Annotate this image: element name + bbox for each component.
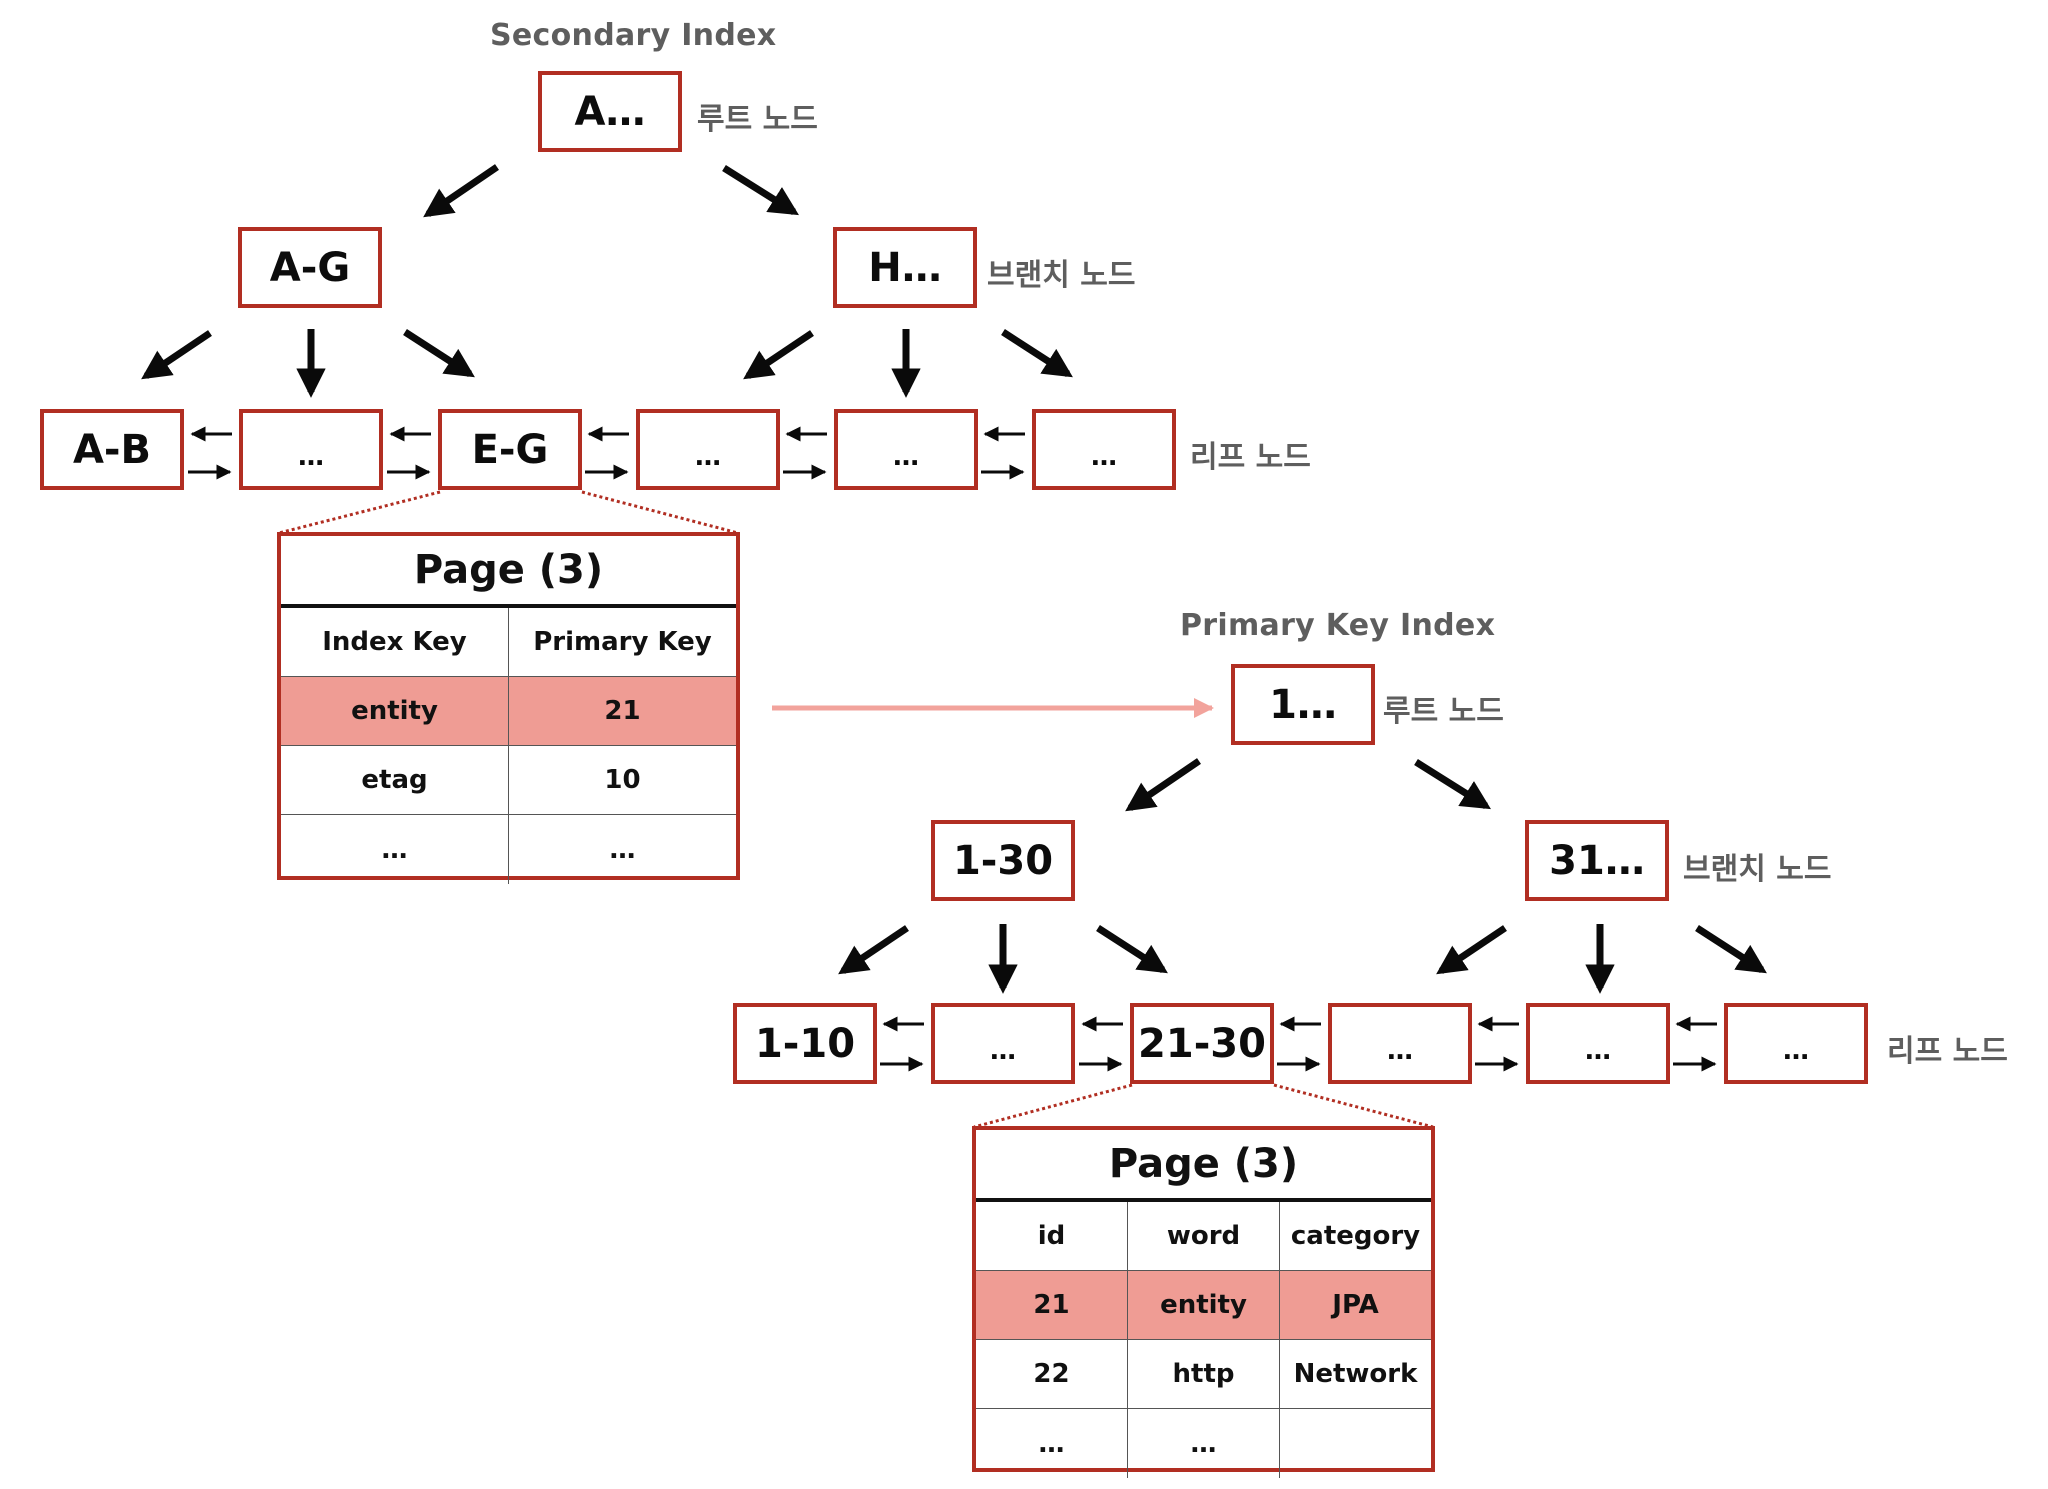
table-cell: JPA: [1332, 1290, 1379, 1320]
table-header-row: id word category: [976, 1202, 1431, 1271]
tree-arrow: [1125, 758, 1201, 812]
table-cell: http: [1128, 1340, 1280, 1408]
tree-arrow: [722, 165, 799, 216]
secondary-leaf-node: …: [834, 409, 978, 490]
primary-branch-node: 31…: [1525, 820, 1669, 901]
column-header: category: [1290, 1221, 1421, 1251]
table-cell: 21: [976, 1271, 1128, 1339]
tree-arrow: [1436, 925, 1507, 975]
table-cell: 21: [604, 696, 641, 726]
table-row: 22 http Network: [976, 1340, 1431, 1409]
zoom-guide-line: [973, 1083, 1133, 1129]
column-header: Index Key: [281, 608, 509, 676]
primary-leaf-node: …: [1526, 1003, 1670, 1084]
tree-arrow: [838, 925, 909, 975]
column-header: word: [1128, 1202, 1280, 1270]
table-cell: …: [1128, 1409, 1280, 1478]
secondary-leaf-node: …: [239, 409, 383, 490]
tree-arrow: [1096, 925, 1168, 974]
table-cell: 10: [604, 765, 641, 795]
secondary-branch-node: A-G: [238, 227, 382, 308]
primary-leaf-node: …: [1724, 1003, 1868, 1084]
table-row: … …: [281, 815, 736, 884]
tree-arrow: [743, 330, 814, 380]
table-cell: …: [976, 1409, 1128, 1478]
table-row: etag 10: [281, 746, 736, 815]
primary-branch-node: 1-30: [931, 820, 1075, 901]
zoom-guide-line: [278, 490, 441, 535]
table-row-highlighted: entity 21: [281, 677, 736, 746]
primary-leaf-level-label: 리프 노드: [1887, 1034, 2008, 1069]
primary-leaf-node: …: [1328, 1003, 1472, 1084]
tree-arrow: [1414, 759, 1491, 810]
tree-arrow: [1695, 925, 1767, 974]
tree-arrow: [403, 329, 475, 378]
primary-leaf-node: 1-10: [733, 1003, 877, 1084]
secondary-root-level-label: 루트 노드: [697, 102, 818, 137]
table-cell: …: [281, 815, 509, 884]
table-row-highlighted: 21 entity JPA: [976, 1271, 1431, 1340]
table-cell: …: [609, 834, 636, 865]
primary-root-level-label: 루트 노드: [1383, 694, 1504, 729]
secondary-leaf-node: …: [636, 409, 780, 490]
secondary-leaf-node-highlighted-source: E-G: [438, 409, 582, 490]
zoom-guide-line: [581, 490, 739, 535]
column-header: id: [976, 1202, 1128, 1270]
secondary-index-title: Secondary Index: [490, 18, 777, 53]
primary-root-node: 1…: [1231, 664, 1375, 745]
table-cell: 22: [976, 1340, 1128, 1408]
primary-key-index-title: Primary Key Index: [1180, 608, 1496, 643]
table-cell: Network: [1293, 1359, 1418, 1389]
table-header-row: Index Key Primary Key: [281, 608, 736, 677]
table-cell: entity: [281, 677, 509, 745]
table-cell: entity: [1128, 1271, 1280, 1339]
secondary-page-table: Page (3) Index Key Primary Key entity 21…: [277, 532, 740, 884]
secondary-root-node: A…: [538, 71, 682, 152]
primary-leaf-node-target: 21-30: [1130, 1003, 1274, 1084]
page-title: Page (3): [281, 536, 736, 608]
primary-leaf-node: …: [931, 1003, 1075, 1084]
secondary-leaf-level-label: 리프 노드: [1190, 440, 1311, 475]
tree-arrow: [1001, 329, 1073, 378]
secondary-branch-node: H…: [833, 227, 977, 308]
secondary-branch-level-label: 브랜치 노드: [987, 258, 1136, 293]
tree-arrow: [423, 164, 499, 218]
tree-arrow: [141, 330, 212, 380]
page-title: Page (3): [976, 1130, 1431, 1202]
primary-branch-level-label: 브랜치 노드: [1683, 852, 1832, 887]
table-cell: [1280, 1409, 1431, 1478]
secondary-leaf-node: …: [1032, 409, 1176, 490]
primary-page-table: Page (3) id word category 21 entity JPA …: [972, 1126, 1435, 1478]
table-row: … …: [976, 1409, 1431, 1478]
column-header: Primary Key: [533, 627, 712, 657]
secondary-leaf-node: A-B: [40, 409, 184, 490]
zoom-guide-line: [1273, 1083, 1434, 1129]
table-cell: etag: [281, 746, 509, 814]
